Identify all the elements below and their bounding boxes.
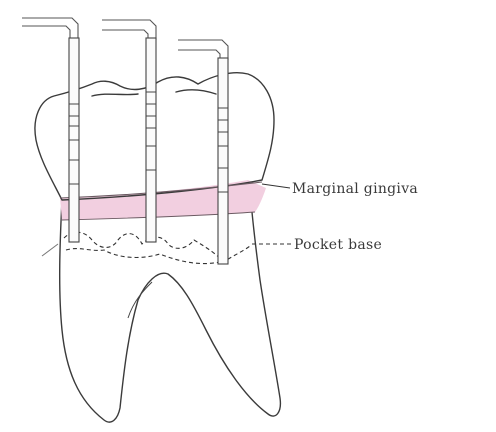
probe-left xyxy=(22,18,79,242)
pocket-base-dashed-line-2 xyxy=(66,249,220,264)
probe-right xyxy=(178,40,228,264)
marginal-gingiva-band xyxy=(60,180,266,220)
pocket-base-label: Pocket base xyxy=(294,237,382,253)
marginal-gingiva-label: Marginal gingiva xyxy=(292,181,418,197)
marginal-gingiva-leader xyxy=(262,184,290,188)
furcation-line xyxy=(128,282,152,318)
tooth-root xyxy=(60,190,281,422)
left-margin-tick xyxy=(42,244,58,256)
